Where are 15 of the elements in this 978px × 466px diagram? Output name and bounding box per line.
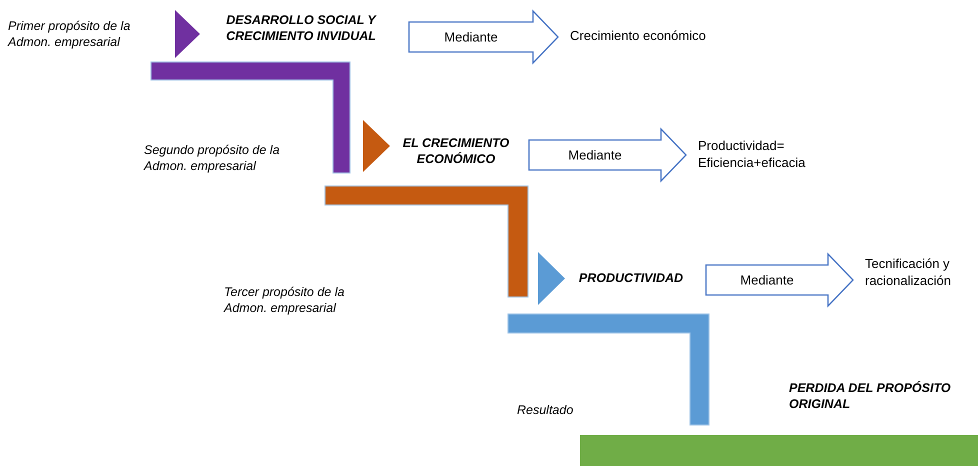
step-title: EL CRECIMIENTO ECONÓMICO <box>393 135 519 168</box>
result-text: Crecimiento económico <box>570 28 730 45</box>
result-text: Tecnificación y racionalización <box>865 256 977 290</box>
step-title: DESARROLLO SOCIAL Y CRECIMIENTO INVIDUAL <box>203 12 399 44</box>
edge-label: Mediante <box>738 272 796 288</box>
note-text: Primer propósito de la Admon. empresarial <box>8 18 168 50</box>
edge-label: Mediante <box>566 148 624 162</box>
edge-label: Mediante <box>442 30 500 44</box>
note-text: Resultado <box>517 402 574 418</box>
outcome-title: PERDIDA DEL PROPÓSITO ORIGINAL <box>789 380 952 412</box>
step-title: PRODUCTIVIDAD <box>566 270 696 286</box>
result-bar <box>580 435 978 466</box>
note-text: Segundo propósito de la Admon. empresarial <box>144 142 304 174</box>
result-text: Productividad= Eficiencia+eficacia <box>698 138 838 172</box>
note-text: Tercer propósito de la Admon. empresarial <box>224 284 384 316</box>
